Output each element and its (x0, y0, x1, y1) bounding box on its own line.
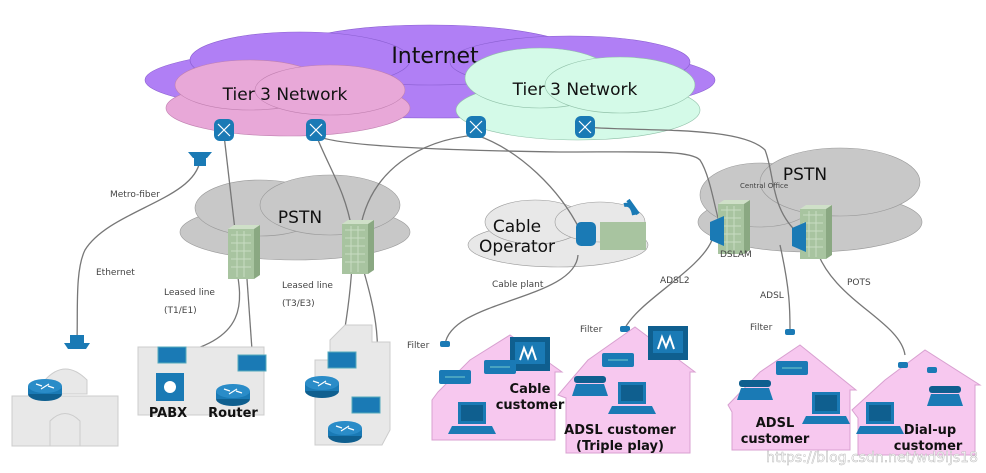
filter-label: Filter (407, 341, 430, 351)
router-icon (327, 420, 363, 444)
watermark: https://blog.csdn.net/wd9ljs18 (766, 450, 978, 466)
router-icon (215, 383, 251, 407)
dialup-customer-label-2: customer (894, 439, 963, 454)
leased-line-t3-sub-label: (T3/E3) (282, 299, 315, 309)
tv-icon (647, 325, 689, 361)
pots-label: POTS (847, 278, 871, 288)
cable-customer-label-1: Cable (510, 382, 551, 397)
router-icon (304, 375, 340, 399)
csu-dsu-icon (327, 351, 357, 369)
cable-headend-icon (576, 198, 646, 250)
leased-line-t1-label: Leased line (164, 288, 215, 298)
pstn-left-label: PSTN (278, 208, 322, 228)
central-office-building-icon (227, 224, 261, 280)
adsl-customer-label-1: ADSL (756, 416, 795, 431)
phone-icon (927, 386, 963, 406)
filter-label: Filter (580, 325, 603, 335)
csu-dsu-icon (351, 396, 381, 414)
leased-line-t3-label: Leased line (282, 281, 333, 291)
dslam-icon (710, 216, 724, 246)
pstn-right-label: PSTN (783, 165, 827, 185)
tier3-router-icon (305, 118, 327, 142)
adsl-modem-icon (601, 352, 635, 368)
adsl-customer-label-2: customer (741, 432, 810, 447)
modem-icon (898, 362, 908, 368)
adsl-label: ADSL (760, 291, 784, 301)
adsl-triple-label-1: ADSL customer (564, 423, 676, 438)
dialup-customer-label-1: Dial-up (904, 423, 956, 438)
filter-label: Filter (750, 323, 773, 333)
adsl2-label: ADSL2 (660, 276, 690, 286)
phone-icon (737, 380, 773, 400)
jack-icon (927, 367, 937, 373)
ethernet-converter-icon (64, 335, 90, 349)
central-office-building-icon (341, 219, 375, 275)
router-label: Router (208, 406, 258, 421)
metro-fiber-label: Metro-fiber (110, 190, 160, 200)
cable-modem-icon (438, 369, 472, 385)
tier3-right-cloud (455, 47, 701, 141)
filter-icon (785, 329, 795, 335)
tier3-router-icon (574, 115, 596, 139)
central-office-label: Central Office (740, 182, 788, 190)
adsl-triple-label-2: (Triple play) (576, 439, 664, 454)
phone-icon (572, 376, 608, 396)
set-top-box-icon (483, 359, 517, 375)
metro-fiber-converter-icon (188, 152, 212, 166)
dslam-label: DSLAM (720, 250, 752, 260)
internet-label: Internet (391, 44, 479, 69)
router-icon (27, 378, 63, 402)
ethernet-label: Ethernet (96, 268, 135, 278)
adsl-modem-icon (775, 360, 809, 376)
csu-dsu-icon (157, 346, 187, 364)
tier3-left-label: Tier 3 Network (222, 85, 348, 105)
cable-customer-label-2: customer (496, 398, 565, 413)
filter-icon (440, 341, 450, 347)
tier3-router-icon (465, 115, 487, 139)
connection-lines (76, 126, 906, 401)
campus-building (11, 368, 119, 447)
cable-plant-label: Cable plant (492, 280, 544, 290)
tier3-right-label: Tier 3 Network (512, 80, 638, 100)
dslam-icon (792, 222, 806, 252)
pabx-icon (156, 373, 184, 401)
tier3-router-icon (213, 118, 235, 142)
leased-line-t1-sub-label: (T1/E1) (164, 306, 197, 316)
cable-operator-label-2: Operator (479, 237, 555, 257)
cable-operator-label-1: Cable (493, 217, 541, 237)
pabx-label: PABX (149, 406, 187, 421)
csu-dsu-icon (237, 354, 267, 372)
